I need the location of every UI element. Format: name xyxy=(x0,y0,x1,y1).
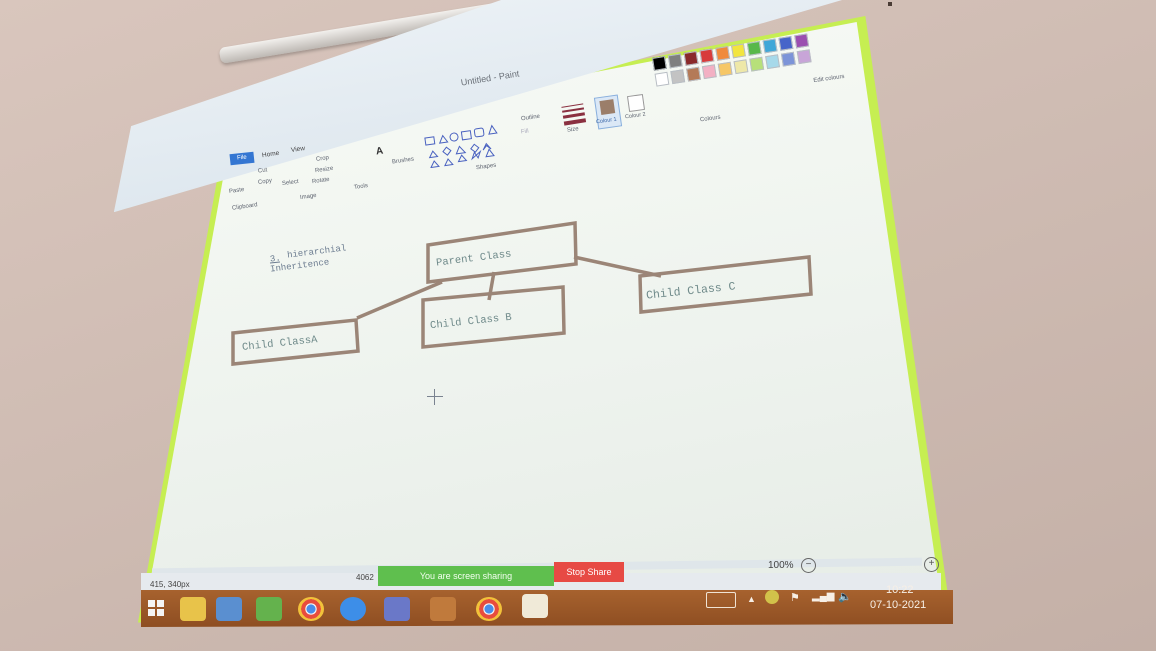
parent-class-box xyxy=(426,220,578,284)
clock-date[interactable]: 07-10-2021 xyxy=(870,599,927,611)
cursor-coords: 415, 340px xyxy=(150,580,190,589)
zoom-in-icon[interactable]: + xyxy=(924,557,939,572)
zoom-out-icon[interactable]: − xyxy=(801,558,816,573)
tray-app-icon[interactable] xyxy=(765,590,779,604)
app-icon[interactable] xyxy=(216,597,242,621)
shapes-gallery[interactable] xyxy=(424,118,514,168)
app-icon[interactable] xyxy=(384,597,410,621)
flag-icon[interactable]: ⚑ xyxy=(790,592,800,604)
network-icon[interactable]: ▂▄▆ xyxy=(812,591,835,602)
keyboard-icon[interactable] xyxy=(706,592,736,608)
connector-b xyxy=(487,271,496,301)
heading-underline xyxy=(269,261,281,264)
file-explorer-icon[interactable] xyxy=(180,597,206,621)
windows-start-icon[interactable] xyxy=(148,600,164,616)
connector-c xyxy=(573,255,662,278)
wall-mark xyxy=(888,2,892,6)
app-icon[interactable] xyxy=(256,597,282,621)
crosshair-cursor-icon xyxy=(427,389,443,405)
zoom-app-icon[interactable] xyxy=(340,597,366,621)
zoom-level: 100% xyxy=(768,560,794,571)
tray-up-icon[interactable]: ▲ xyxy=(747,594,756,604)
chrome-icon[interactable] xyxy=(476,597,502,621)
connector-a xyxy=(356,280,443,320)
volume-icon[interactable]: 🔈 xyxy=(838,591,852,603)
paint-icon[interactable] xyxy=(522,594,548,618)
chrome-icon[interactable] xyxy=(298,597,324,621)
child-class-c-box xyxy=(638,255,813,314)
canvas-size: 4062 xyxy=(356,573,374,582)
child-class-a-box xyxy=(231,318,360,366)
app-icon[interactable] xyxy=(430,597,456,621)
stop-share-button[interactable]: Stop Share xyxy=(554,562,624,582)
child-class-b-box xyxy=(421,285,566,349)
screen-sharing-banner: You are screen sharing xyxy=(378,566,554,586)
clock-time[interactable]: 10:22 xyxy=(886,584,914,596)
